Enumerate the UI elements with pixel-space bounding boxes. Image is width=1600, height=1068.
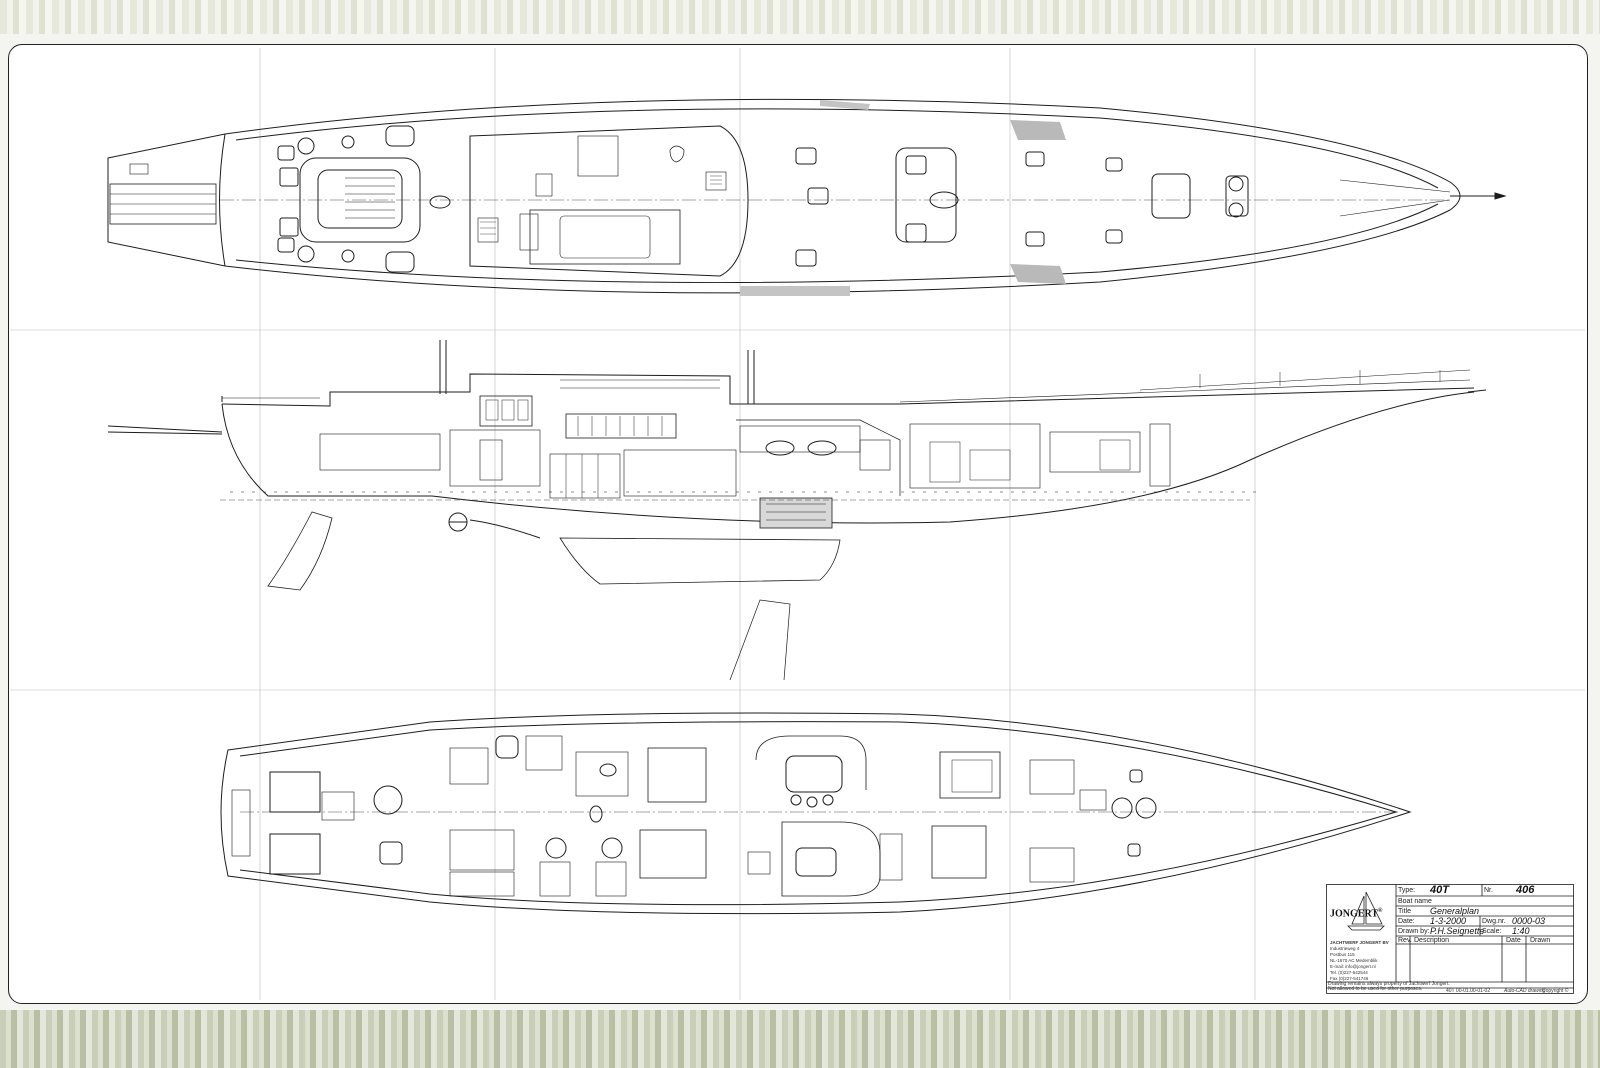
paper-texture-bottom [0, 1010, 1600, 1068]
type-value: 40T [1430, 884, 1449, 896]
date-label: Date: [1398, 918, 1415, 925]
dwg-label: Dwg.nr. [1482, 918, 1506, 925]
scale-value: 1:40 [1512, 926, 1530, 936]
sail-logo-mark [1347, 891, 1385, 931]
boat-name-label: Boat name [1398, 898, 1432, 905]
scale-label: Scale: [1482, 928, 1502, 935]
disclaimer: Drawing remains always property of Jacht… [1328, 981, 1450, 992]
drawn-by-value: P.H.Seignette [1430, 926, 1485, 936]
copyright: Copyright © [1542, 988, 1569, 994]
type-label: Type: [1398, 887, 1416, 894]
title-block: JONGERT® JACHTWERF JONGERT BV Industriew… [1326, 884, 1574, 994]
title-value: Generalplan [1430, 906, 1480, 916]
company-address: JACHTWERF JONGERT BV Industrieweg 4 Post… [1330, 940, 1389, 981]
title-block-frame [1326, 884, 1574, 994]
rev-drawn-label: Drawn [1530, 937, 1551, 944]
accommodation-plan-view [220, 712, 1412, 915]
number-label: Nr. [1484, 887, 1493, 894]
number-value: 406 [1516, 884, 1535, 896]
autocad-note: Auto-CAD drawing [1504, 988, 1546, 994]
date-value: 1-3-2000 [1430, 916, 1467, 926]
rev-label: Rev. [1398, 937, 1412, 944]
drawn-by-label: Drawn by: [1398, 928, 1430, 935]
jongert-logo: JONGERT® [1330, 908, 1383, 920]
title-label: Title [1398, 908, 1411, 915]
deck-plan-view [107, 98, 1507, 296]
fold-lines [10, 48, 1585, 1000]
rev-date-label: Date [1506, 937, 1521, 944]
drawing-code: 40T 00-01.00-01-02 [1446, 988, 1491, 994]
paper-texture-top [0, 0, 1600, 34]
profile-view [107, 340, 1487, 681]
description-label: Description [1414, 937, 1450, 944]
dwg-value: 0000-03 [1512, 916, 1546, 926]
